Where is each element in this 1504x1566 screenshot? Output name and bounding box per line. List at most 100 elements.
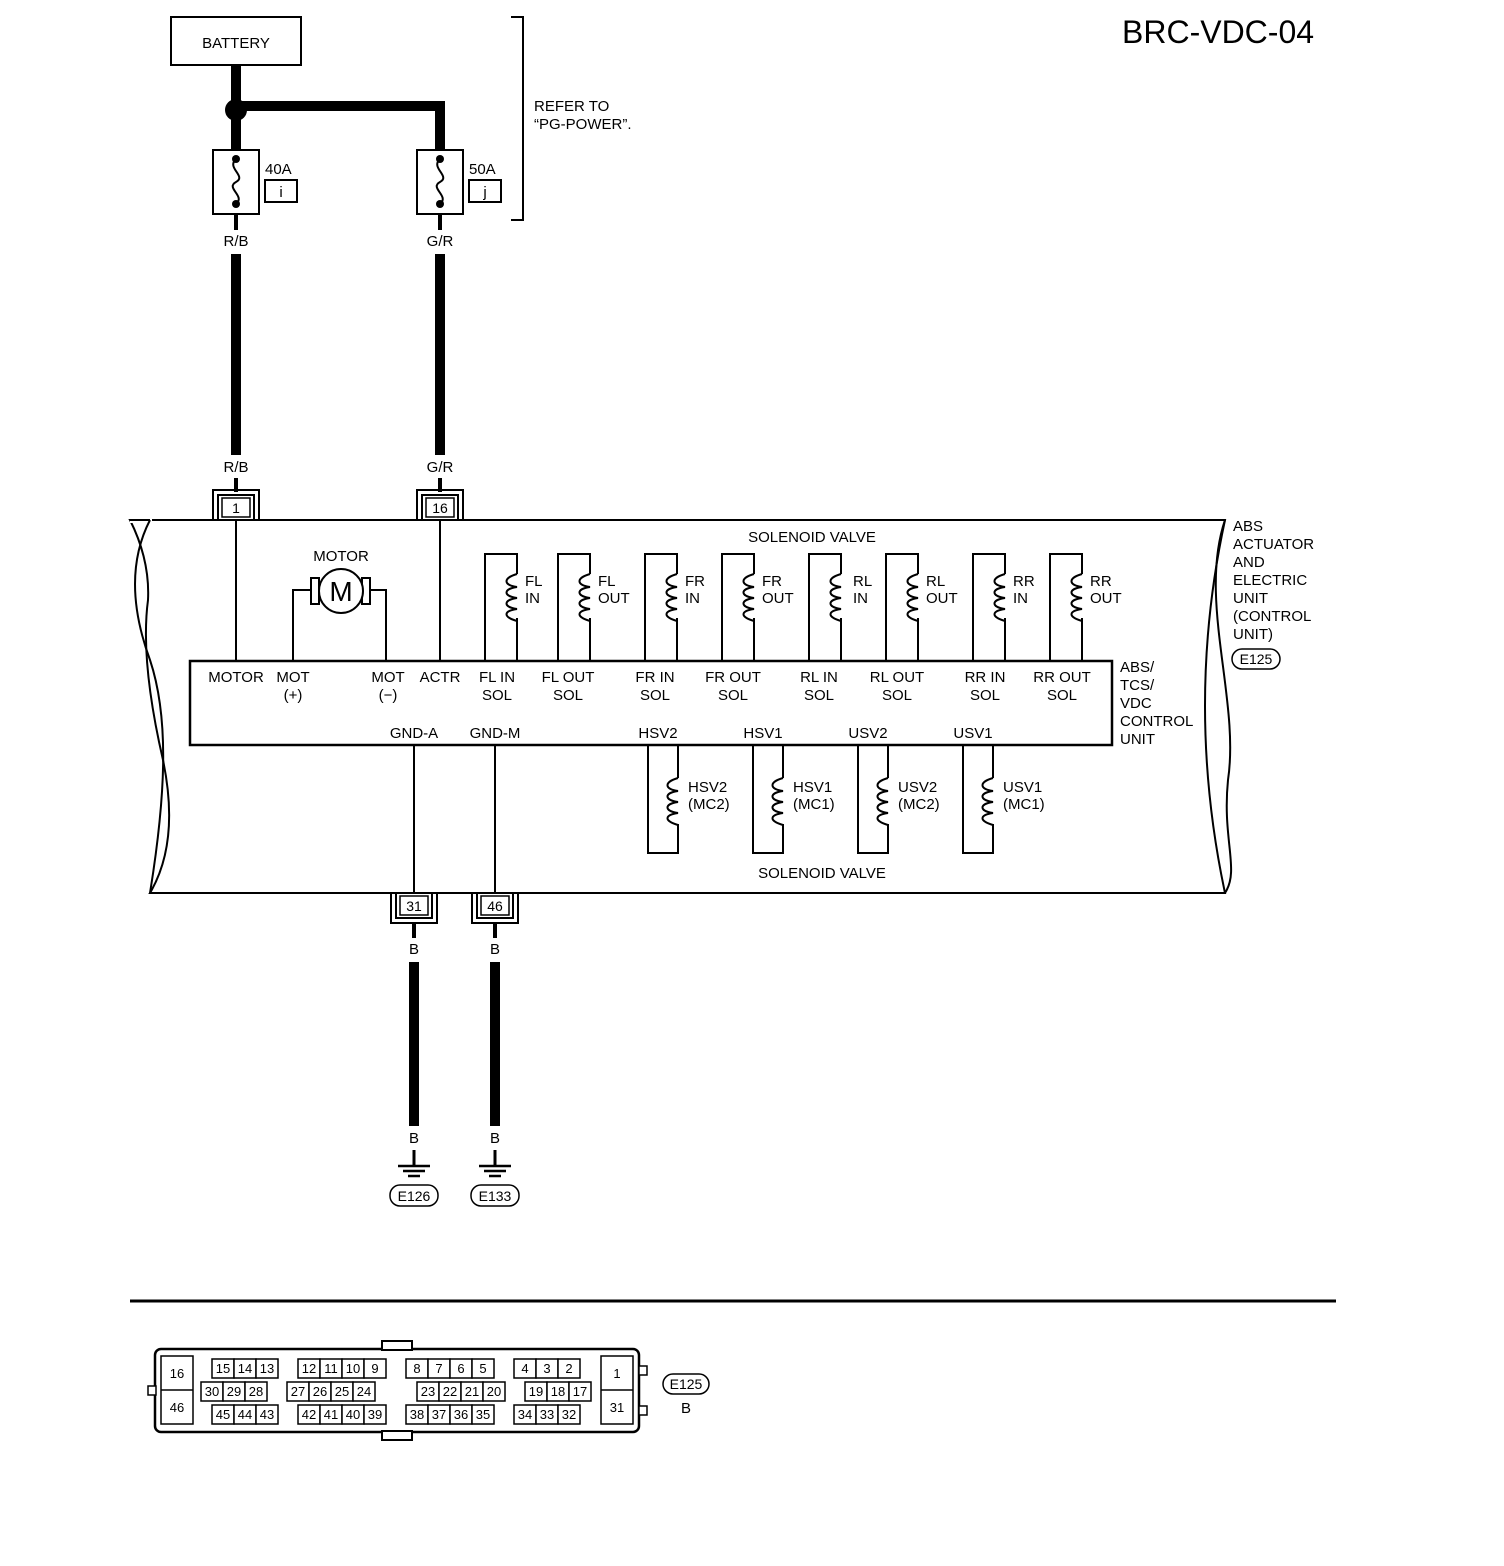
battery-label: BATTERY xyxy=(202,35,270,52)
pin-label: RL IN xyxy=(800,669,838,686)
face-pin: 14 xyxy=(238,1361,252,1376)
wire-color-gr-lower: G/R xyxy=(427,459,454,476)
pin-label: SOL xyxy=(1047,687,1077,704)
solenoid-label: (MC2) xyxy=(898,796,940,813)
unit-connector-tag: E125 xyxy=(1240,651,1273,667)
face-pin: 39 xyxy=(368,1407,382,1422)
abs-actuator-unit-boundary xyxy=(128,519,1227,894)
face-pin: 7 xyxy=(435,1361,442,1376)
face-pin: 26 xyxy=(313,1384,327,1399)
terminal-31-label: 31 xyxy=(406,898,422,914)
pin-label: (+) xyxy=(284,687,303,704)
fuse-40a-rating: 40A xyxy=(265,161,292,178)
solenoid-label: HSV1 xyxy=(793,779,832,796)
face-pin: 3 xyxy=(543,1361,550,1376)
pin-label: HSV2 xyxy=(638,725,677,742)
pin-label: RL OUT xyxy=(870,669,924,686)
face-pin: 25 xyxy=(335,1384,349,1399)
fuse-50a-code: j xyxy=(482,184,486,201)
pin-label: SOL xyxy=(553,687,583,704)
face-pin-cell xyxy=(482,1381,506,1402)
pin-label: SOL xyxy=(882,687,912,704)
solenoid-label: (MC1) xyxy=(793,796,835,813)
face-pin: 44 xyxy=(238,1407,252,1422)
solenoid-rr-in: RR IN xyxy=(972,553,1035,662)
motor-symbol-circle xyxy=(318,568,364,614)
unit-label-line: UNIT xyxy=(1233,590,1268,607)
power-feed-wires xyxy=(225,65,445,150)
pin-label: MOT xyxy=(276,669,309,686)
unit-label-line: ELECTRIC xyxy=(1233,572,1307,589)
unit-label-line: ABS xyxy=(1233,518,1263,535)
control-label-line: VDC xyxy=(1120,695,1152,712)
face-pin: 43 xyxy=(260,1407,274,1422)
top-pin-labels: MOTOR MOT (+) MOT (−) ACTR FL IN SOL FL … xyxy=(208,669,1091,704)
pin-label: (−) xyxy=(379,687,398,704)
face-pin: 37 xyxy=(432,1407,446,1422)
solenoid-fl-out: FL OUT xyxy=(557,553,630,662)
solenoid-label: FR xyxy=(762,573,782,590)
solenoid-label: IN xyxy=(685,590,700,607)
face-pin-cell xyxy=(471,1404,495,1425)
pin-label: RR OUT xyxy=(1033,669,1091,686)
solenoid-label: RL xyxy=(853,573,872,590)
motor-title: MOTOR xyxy=(313,548,369,565)
face-pin-cell xyxy=(557,1404,581,1425)
solenoid-label: OUT xyxy=(762,590,794,607)
face-pin: 11 xyxy=(324,1361,338,1376)
unit-label-line: UNIT) xyxy=(1233,626,1273,643)
ground-e133: E133 xyxy=(470,1164,520,1207)
face-pin: 40 xyxy=(346,1407,360,1422)
face-pin: 29 xyxy=(227,1384,241,1399)
terminal-46-label: 46 xyxy=(487,898,503,914)
solenoid-label: RR xyxy=(1013,573,1035,590)
solenoid-rr-out: RR OUT xyxy=(1049,553,1122,662)
wire-color-b: B xyxy=(409,941,419,958)
face-pin: 38 xyxy=(410,1407,424,1422)
solenoid-rl-in: RL IN xyxy=(808,553,872,662)
fuse-50a-rating: 50A xyxy=(469,161,496,178)
solenoid-label: IN xyxy=(1013,590,1028,607)
face-pin-cell xyxy=(568,1381,592,1402)
face-pin-cell xyxy=(255,1358,279,1379)
pin-label: SOL xyxy=(482,687,512,704)
face-pin: 13 xyxy=(260,1361,274,1376)
face-pin-cell xyxy=(255,1404,279,1425)
solenoid-label: OUT xyxy=(598,590,630,607)
unit-label-line: AND xyxy=(1233,554,1265,571)
solenoid-label: HSV2 xyxy=(688,779,727,796)
control-label-line: UNIT xyxy=(1120,731,1155,748)
solenoid-label: (MC2) xyxy=(688,796,730,813)
solenoid-label: USV1 xyxy=(1003,779,1042,796)
control-unit-label: ABS/ TCS/ VDC CONTROL UNIT xyxy=(1120,659,1193,748)
pin-label: USV1 xyxy=(953,725,992,742)
pin-label: SOL xyxy=(970,687,1000,704)
solenoid-usv2: USV2 (MC2) xyxy=(857,744,940,854)
terminal-31: 31 xyxy=(390,893,438,924)
face-pin: 20 xyxy=(487,1384,501,1399)
face-pin: 1 xyxy=(613,1366,620,1381)
pin-label: GND-M xyxy=(470,725,521,742)
terminal-46: 46 xyxy=(471,893,519,924)
wire-color-b: B xyxy=(490,941,500,958)
face-pin-cell xyxy=(363,1404,387,1425)
solenoid-label: OUT xyxy=(1090,590,1122,607)
unit-label: ABS ACTUATOR AND ELECTRIC UNIT (CONTROL … xyxy=(1231,518,1314,670)
solenoid-label: FL xyxy=(525,573,543,590)
face-pin-cell xyxy=(352,1381,376,1402)
pin-label: FR IN xyxy=(635,669,674,686)
unit-label-line: (CONTROL xyxy=(1233,608,1311,625)
face-pin: 15 xyxy=(216,1361,230,1376)
solenoid-valve-title-bottom: SOLENOID VALVE xyxy=(758,865,886,882)
face-pin: 42 xyxy=(302,1407,316,1422)
face-pin: 32 xyxy=(562,1407,576,1422)
wire-color-b: B xyxy=(490,1130,500,1147)
solenoid-usv1: USV1 (MC1) xyxy=(962,744,1045,854)
face-pin: 31 xyxy=(610,1400,624,1415)
control-label-line: CONTROL xyxy=(1120,713,1193,730)
pin-label: USV2 xyxy=(848,725,887,742)
bottom-solenoids: HSV2 (MC2) HSV1 (MC1) USV2 (MC2) USV1 (M… xyxy=(647,744,1045,854)
solenoid-label: FR xyxy=(685,573,705,590)
